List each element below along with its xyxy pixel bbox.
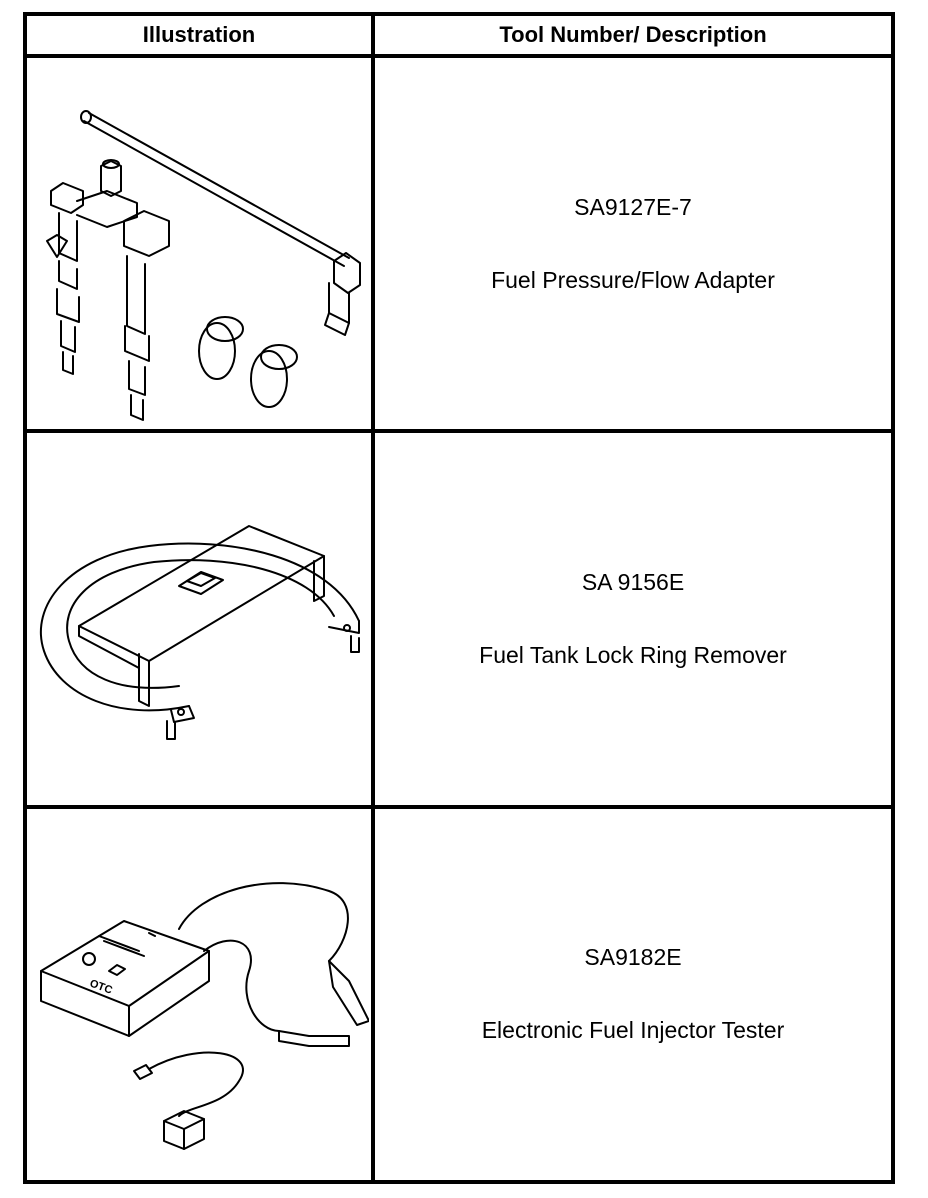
table-row: SA 9156E Fuel Tank Lock Ring Remover (23, 429, 895, 809)
table-row: OTC SA9182E Electronic Fuel Injector Tes… (23, 804, 895, 1185)
tool-table: Illustration Tool Number/ Description (23, 12, 895, 1185)
tool-description: Fuel Tank Lock Ring Remover (479, 641, 787, 668)
illustration-cell: OTC (23, 804, 375, 1185)
description-cell: SA9182E Electronic Fuel Injector Tester (371, 804, 895, 1185)
illustration-cell (23, 429, 375, 809)
table-row: SA9127E-7 Fuel Pressure/Flow Adapter (23, 53, 895, 434)
header-tool-number-description: Tool Number/ Description (371, 12, 895, 58)
description-cell: SA 9156E Fuel Tank Lock Ring Remover (371, 429, 895, 809)
header-illustration: Illustration (23, 12, 375, 58)
fuel-pressure-flow-adapter-icon (46, 109, 361, 421)
tool-description: Electronic Fuel Injector Tester (481, 1017, 785, 1044)
tool-number: SA 9156E (581, 568, 685, 595)
tool-number: SA9182E (584, 944, 682, 971)
table-header-row: Illustration Tool Number/ Description (23, 12, 895, 58)
tool-description: Fuel Pressure/Flow Adapter (491, 266, 775, 293)
fuel-tank-lock-ring-remover-icon (39, 524, 360, 740)
tool-number: SA9127E-7 (574, 193, 692, 220)
description-cell: SA9127E-7 Fuel Pressure/Flow Adapter (371, 53, 895, 434)
illustration-cell (23, 53, 375, 434)
electronic-fuel-injector-tester-icon: OTC (40, 882, 369, 1151)
